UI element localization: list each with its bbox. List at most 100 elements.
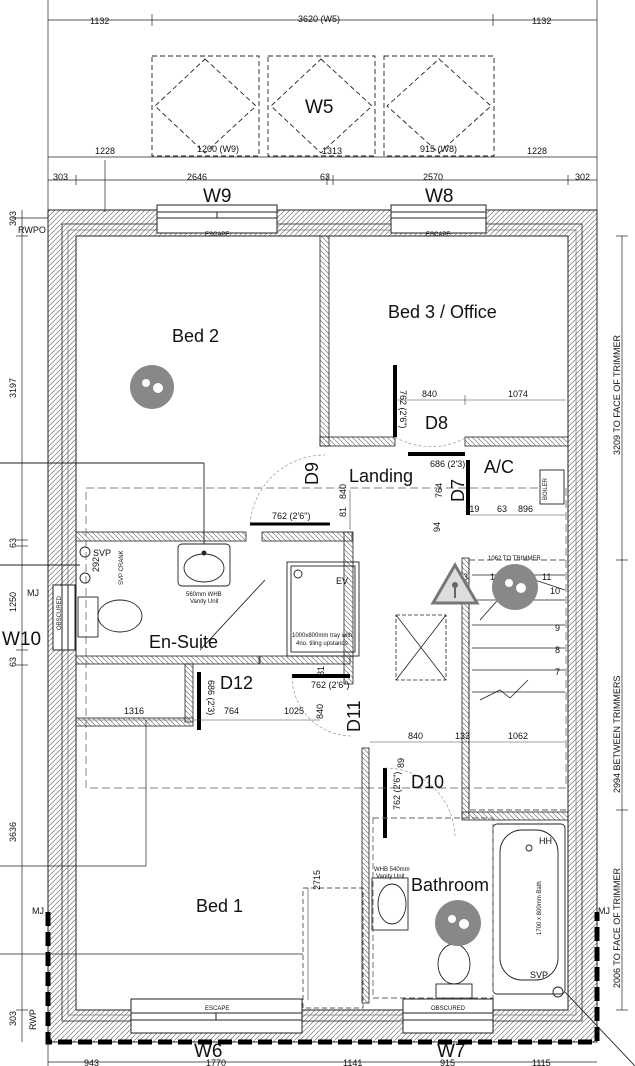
dim-1062-trimmer: 1062 TO TRIMMER xyxy=(488,556,541,562)
room-landing: Landing xyxy=(349,466,413,486)
whb-ensuite-label: 560mm WHB xyxy=(186,592,222,598)
mj-label-left-upper: MJ xyxy=(27,588,39,598)
dim-bottom-915: 915 xyxy=(440,1058,455,1066)
dim-bottom-1115: 1115 xyxy=(532,1058,551,1066)
dim-63-top: 63 xyxy=(320,172,330,182)
dim-119: 119 xyxy=(465,504,479,514)
obscured-label-w10: OBSCURED xyxy=(57,595,63,630)
tray-label-2: 4no. tiling upstands xyxy=(296,641,348,647)
dim-left-3636: 3636 xyxy=(8,822,18,842)
w8-label: W8 xyxy=(425,186,454,207)
dim-2570: 2570 xyxy=(423,172,443,182)
ev-label: EV xyxy=(336,576,348,586)
dim-94: 94 xyxy=(432,522,442,532)
svp-label-ensuite: SVP xyxy=(93,548,111,558)
room-bathroom: Bathroom xyxy=(411,875,489,895)
dim-bed1-2715: 2715 xyxy=(312,870,322,890)
dim-landing-81: 81 xyxy=(338,507,348,517)
dim-d7-764: 764 xyxy=(434,483,444,498)
dim-896: 896 xyxy=(518,504,533,514)
warning-sign-icon xyxy=(430,562,480,605)
w5-label: W5 xyxy=(305,97,334,118)
dim-left-63-a: 63 xyxy=(8,538,18,548)
dim-1132-right: 1132 xyxy=(532,16,551,26)
mj-label-left-lower: MJ xyxy=(32,906,44,916)
dim-d10-1062: 1062 xyxy=(508,731,528,741)
w9-label: W9 xyxy=(203,186,232,207)
dim-d10-89: 89 xyxy=(396,758,406,768)
dim-d11-81: 81 xyxy=(316,666,326,676)
bath-label: 1700 x 800mm Bath xyxy=(537,881,543,935)
dim-bottom-943: 943 xyxy=(84,1058,99,1066)
roof-window-w5 xyxy=(151,55,495,157)
dim-d12-764: 764 xyxy=(224,706,239,716)
dim-left-1250: 1250 xyxy=(8,592,18,612)
loft-hatch xyxy=(395,614,447,681)
window-w6-frame xyxy=(130,998,303,1034)
stair-9: 9 xyxy=(555,623,560,633)
door-d9: D9 xyxy=(302,462,322,485)
dim-right-3209: 3209 TO FACE OF TRIMMER xyxy=(612,334,622,455)
dim-d7-686: 686 (2'3) xyxy=(430,459,465,469)
dim-1313: 1313 xyxy=(322,146,342,156)
dim-d12-1025: 1025 xyxy=(284,706,304,716)
doors xyxy=(197,365,470,839)
dim-63-d7: 63 xyxy=(497,504,507,514)
whb-ensuite-label-2: Vanity Unit xyxy=(190,599,219,605)
dim-d8-840: 840 xyxy=(422,389,437,399)
room-bed1: Bed 1 xyxy=(196,896,243,916)
boiler-label: BOILER xyxy=(543,477,549,500)
tray-label: 1000x800mm tray with xyxy=(292,633,352,639)
window-w8-frame xyxy=(390,204,487,234)
obscured-label-w7: OBSCURED xyxy=(431,1006,466,1012)
dim-915: 915 (W8) xyxy=(420,144,457,154)
stair-10: 10 xyxy=(550,586,560,596)
dim-landing-840: 840 xyxy=(338,484,348,499)
escape-label-w8: ESCAPE xyxy=(426,232,450,238)
room-bed3-office: Bed 3 / Office xyxy=(388,302,497,322)
stair-8: 8 xyxy=(555,645,560,655)
dim-d11-840: 840 xyxy=(315,704,325,719)
dim-d10-840: 840 xyxy=(408,731,423,741)
sanitary-icon-landing xyxy=(492,564,538,610)
dim-ensuite-292: 292 xyxy=(91,557,101,572)
w10-label: W10 xyxy=(2,629,41,650)
escape-label-w9: ESCAPE xyxy=(205,232,229,238)
window-w7-frame xyxy=(402,998,494,1034)
bathroom-fittings xyxy=(371,817,635,1066)
dim-right-2006: 2006 TO FACE OF TRIMMER xyxy=(612,867,622,988)
dim-d8-1074: 1074 xyxy=(508,389,528,399)
dim-left-3197: 3197 xyxy=(8,378,18,398)
svp-label-bathroom: SVP xyxy=(530,970,548,980)
rwpo-label: RWPO xyxy=(18,225,46,235)
door-d12: D12 xyxy=(220,673,253,693)
dim-d8-762: 762 (2'6") xyxy=(398,390,408,428)
sanitary-icon-ensuite xyxy=(130,365,174,409)
dim-d10-133: 133 xyxy=(455,731,470,741)
dim-303-top: 303 xyxy=(53,172,68,182)
w6-label: W6 xyxy=(194,1041,223,1062)
mj-label-right: MJ xyxy=(598,906,610,916)
room-ensuite: En-Suite xyxy=(149,632,218,652)
left-dimensions xyxy=(16,210,28,1042)
dim-bottom-1770: 1770 xyxy=(206,1058,226,1066)
window-w10-frame xyxy=(52,584,76,651)
door-d7: D7 xyxy=(448,479,468,502)
dim-1228-left: 1228 xyxy=(95,146,115,156)
whb-bathroom-label: WHB 540mm xyxy=(374,867,410,873)
room-ac: A/C xyxy=(484,457,514,477)
internal-walls xyxy=(75,235,569,1004)
dim-right-2994: 2994 BETWEEN TRIMMERS xyxy=(612,676,622,793)
stair-7: 7 xyxy=(555,667,560,677)
dim-left-63-b: 63 xyxy=(8,657,18,667)
right-dimensions xyxy=(616,235,628,1011)
ensuite-fittings xyxy=(0,462,360,657)
dim-302: 302 xyxy=(575,172,590,182)
bed1-annotations xyxy=(0,487,567,1009)
door-d10: D10 xyxy=(411,772,444,792)
dim-2646: 2646 xyxy=(187,172,207,182)
dim-left-303: 303 xyxy=(8,1011,18,1026)
dim-1228-right: 1228 xyxy=(527,146,547,156)
dim-1200: 1200 (W9) xyxy=(197,144,239,154)
